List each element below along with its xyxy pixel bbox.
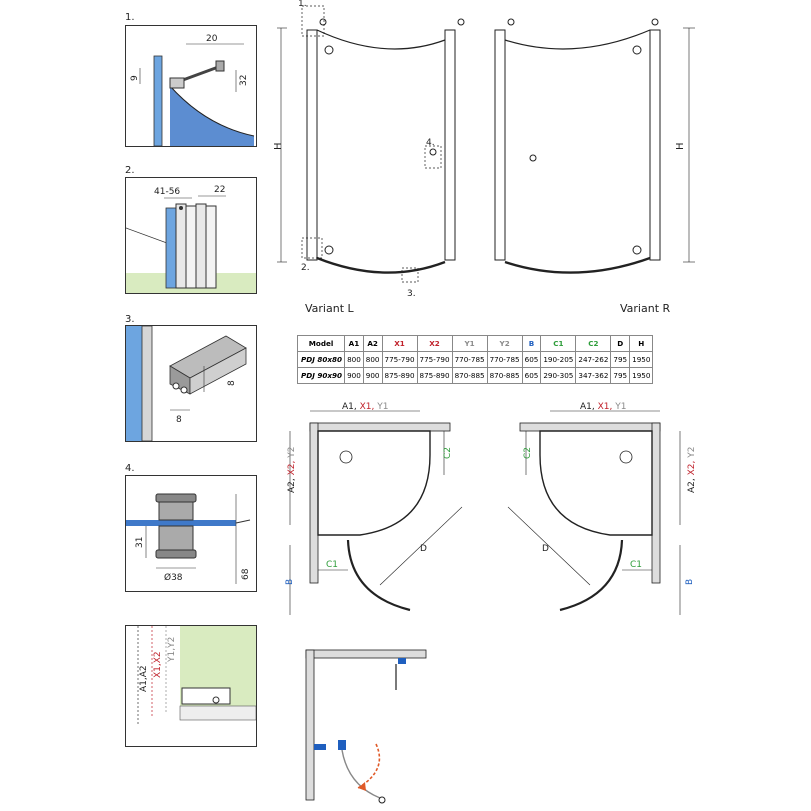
plan-left-top-label: A1, X1, Y1 bbox=[342, 402, 388, 412]
spec-table: Model A1 A2 X1 X2 Y1 Y2 B C1 C2 D H PDJ … bbox=[296, 335, 654, 384]
header-c2: C2 bbox=[575, 335, 612, 352]
plan-view-drawing: A1, X1, Y1 A2, X2, Y2 C1 C2 D B A1, X1, … bbox=[285, 402, 697, 615]
dim-22: 22 bbox=[214, 185, 225, 195]
cell-b: 605 bbox=[521, 351, 542, 368]
handle-drawing: 31 Ø38 68 bbox=[126, 493, 251, 584]
table-row: PDJ 90x90 900 900 875-890 875-890 870-88… bbox=[296, 367, 654, 384]
wall-bracket-drawing: 20 9 32 bbox=[130, 34, 255, 146]
dim-31: 31 bbox=[135, 537, 145, 548]
seal-profile-drawing: 8 8 bbox=[126, 326, 247, 441]
header-a2: A2 bbox=[362, 335, 383, 352]
label-height-right: H bbox=[675, 142, 686, 150]
plan-left-c1: C1 bbox=[326, 560, 338, 570]
plan-left bbox=[289, 410, 463, 615]
dim-32: 32 bbox=[239, 75, 249, 86]
plan-right-top-label: A1, X1, Y1 bbox=[580, 402, 626, 412]
cell-d: 795 bbox=[610, 351, 631, 368]
cell-y2: 870-885 bbox=[486, 367, 523, 384]
plan-right bbox=[507, 410, 681, 615]
detail-panel-wall-profile: 41-56 22 bbox=[125, 177, 257, 294]
step-number-1: 1. bbox=[125, 12, 135, 23]
plan-left-b: B bbox=[285, 579, 295, 585]
detail-panel-wall-bracket: 20 9 32 bbox=[125, 25, 257, 147]
label-x1-x2: X1,X2 bbox=[153, 651, 163, 678]
detail-callout-1: 1. bbox=[298, 0, 307, 9]
header-h: H bbox=[629, 335, 654, 352]
header-model: Model bbox=[296, 335, 346, 352]
cell-h: 1950 bbox=[629, 351, 654, 368]
detail-callout-4: 4. bbox=[426, 138, 435, 148]
table-header-row: Model A1 A2 X1 X2 Y1 Y2 B C1 C2 D H bbox=[296, 335, 654, 352]
header-b: B bbox=[521, 335, 542, 352]
tray-section-drawing: A1,A2 X1,X2 Y1,Y2 bbox=[137, 626, 256, 726]
detail-panel-seal-profile: 8 8 bbox=[125, 325, 257, 442]
plan-right-d: D bbox=[542, 544, 549, 554]
wall-profile-drawing: 41-56 22 bbox=[126, 185, 256, 293]
plan-right-side-label: A2, X2, Y2 bbox=[687, 447, 697, 493]
dim-8-height: 8 bbox=[227, 380, 237, 386]
plan-left-d: D bbox=[420, 544, 427, 554]
label-variant-l: Variant L bbox=[305, 302, 354, 315]
table-row: PDJ 80x80 800 800 775-790 775-790 770-78… bbox=[296, 351, 654, 368]
header-x1: X1 bbox=[381, 335, 418, 352]
elevation-variant-r bbox=[494, 18, 695, 274]
cell-h: 1950 bbox=[629, 367, 654, 384]
cell-y1: 870-885 bbox=[451, 367, 488, 384]
plan-right-c2: C2 bbox=[523, 447, 533, 459]
plan-left-c2: C2 bbox=[443, 447, 453, 459]
header-x2: X2 bbox=[416, 335, 453, 352]
cell-c2: 247-262 bbox=[575, 351, 612, 368]
detail-callout-3: 3. bbox=[407, 289, 416, 299]
step-number-2: 2. bbox=[125, 165, 135, 176]
step-number-4: 4. bbox=[125, 463, 135, 474]
cell-c2: 347-362 bbox=[575, 367, 612, 384]
front-elevation-drawing: H 1. 2. 3. 4. H bbox=[273, 0, 695, 299]
dim-8-width: 8 bbox=[176, 415, 182, 425]
label-height-left: H bbox=[273, 142, 284, 150]
cell-x1: 875-890 bbox=[381, 367, 418, 384]
plan-left-side-label: A2, X2, Y2 bbox=[287, 447, 297, 493]
cell-x1: 775-790 bbox=[381, 351, 418, 368]
cell-a2: 800 bbox=[362, 351, 383, 368]
plan-right-b: B bbox=[685, 579, 695, 585]
elevation-variant-l bbox=[277, 5, 465, 283]
cell-x2: 775-790 bbox=[416, 351, 453, 368]
svg-text:A1, X1, Y1: A1, X1, Y1 bbox=[580, 402, 626, 412]
dim-9: 9 bbox=[130, 75, 140, 81]
label-variant-r: Variant R bbox=[620, 302, 671, 315]
cell-model: PDJ 90x90 bbox=[296, 367, 346, 384]
detail-panel-handle: 31 Ø38 68 bbox=[125, 475, 257, 592]
cell-a1: 900 bbox=[344, 367, 364, 384]
header-y1: Y1 bbox=[451, 335, 488, 352]
detail-callout-2: 2. bbox=[301, 263, 310, 273]
cell-a1: 800 bbox=[344, 351, 364, 368]
cell-x2: 875-890 bbox=[416, 367, 453, 384]
cell-b: 605 bbox=[521, 367, 542, 384]
header-d: D bbox=[610, 335, 631, 352]
plan-right-c1: C1 bbox=[630, 560, 642, 570]
header-c1: C1 bbox=[540, 335, 577, 352]
dim-38-diameter: Ø38 bbox=[164, 572, 183, 583]
cell-c1: 290-305 bbox=[540, 367, 577, 384]
cell-d: 795 bbox=[610, 367, 631, 384]
cell-y1: 770-785 bbox=[451, 351, 488, 368]
open-direction-arrow bbox=[357, 743, 381, 789]
label-a1-a2: A1,A2 bbox=[139, 665, 149, 692]
label-y1-y2: Y1,Y2 bbox=[167, 637, 177, 663]
cell-y2: 770-785 bbox=[486, 351, 523, 368]
cell-model: PDJ 80x80 bbox=[296, 351, 346, 368]
detail-panel-tray-section: A1,A2 X1,X2 Y1,Y2 bbox=[125, 625, 257, 747]
header-a1: A1 bbox=[344, 335, 364, 352]
svg-text:A1, X1, Y1: A1, X1, Y1 bbox=[342, 402, 388, 412]
cell-c1: 190-205 bbox=[540, 351, 577, 368]
cell-a2: 900 bbox=[362, 367, 383, 384]
door-opening-drawing bbox=[305, 649, 427, 804]
step-number-3: 3. bbox=[125, 314, 135, 325]
dim-41-56: 41-56 bbox=[154, 187, 180, 197]
dim-68: 68 bbox=[241, 568, 251, 580]
header-y2: Y2 bbox=[486, 335, 523, 352]
dim-20: 20 bbox=[206, 34, 218, 44]
